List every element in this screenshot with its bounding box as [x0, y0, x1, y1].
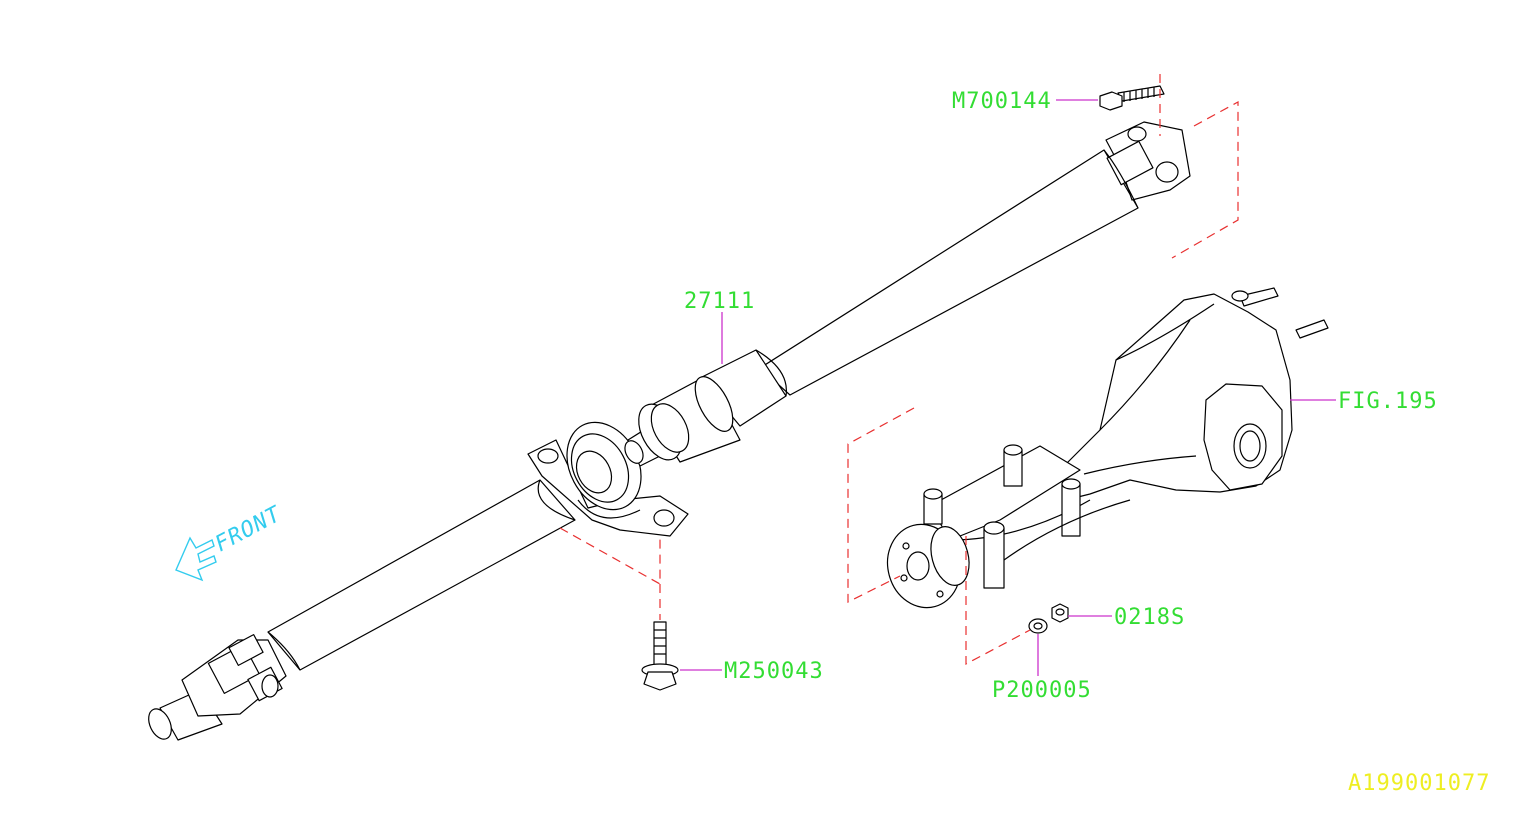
bolt-m250043: [641, 621, 679, 691]
rear-shaft-tube: [759, 149, 1139, 396]
alignment-dashed-lines: [559, 74, 1239, 665]
front-universal-joint: [181, 631, 301, 717]
label-m700144: M700144: [952, 89, 1052, 114]
label-p200005: P200005: [992, 678, 1092, 703]
differential-input-flange: [886, 523, 970, 609]
label-0218s: 0218S: [1114, 605, 1185, 630]
propeller-shaft: [148, 121, 1191, 741]
center-bearing: [527, 421, 689, 537]
slip-joint: [624, 349, 788, 467]
label-27111: 27111: [684, 289, 755, 314]
bolt-m700144: [1099, 85, 1165, 111]
front-direction-arrow: FRONT: [175, 501, 286, 582]
label-m250043: M250043: [724, 659, 824, 684]
front-arrow-icon: [175, 536, 217, 582]
washer-p200005: [1028, 618, 1048, 634]
rear-differential: [886, 287, 1329, 609]
leader-lines: [680, 99, 1336, 676]
front-label: FRONT: [211, 501, 286, 557]
figure-id: A199001077: [1348, 771, 1490, 796]
label-fig195: FIG.195: [1338, 389, 1438, 414]
rear-universal-joint: [1103, 121, 1191, 209]
front-shaft-tube: [267, 479, 576, 671]
nut-0218s: [1051, 603, 1069, 623]
